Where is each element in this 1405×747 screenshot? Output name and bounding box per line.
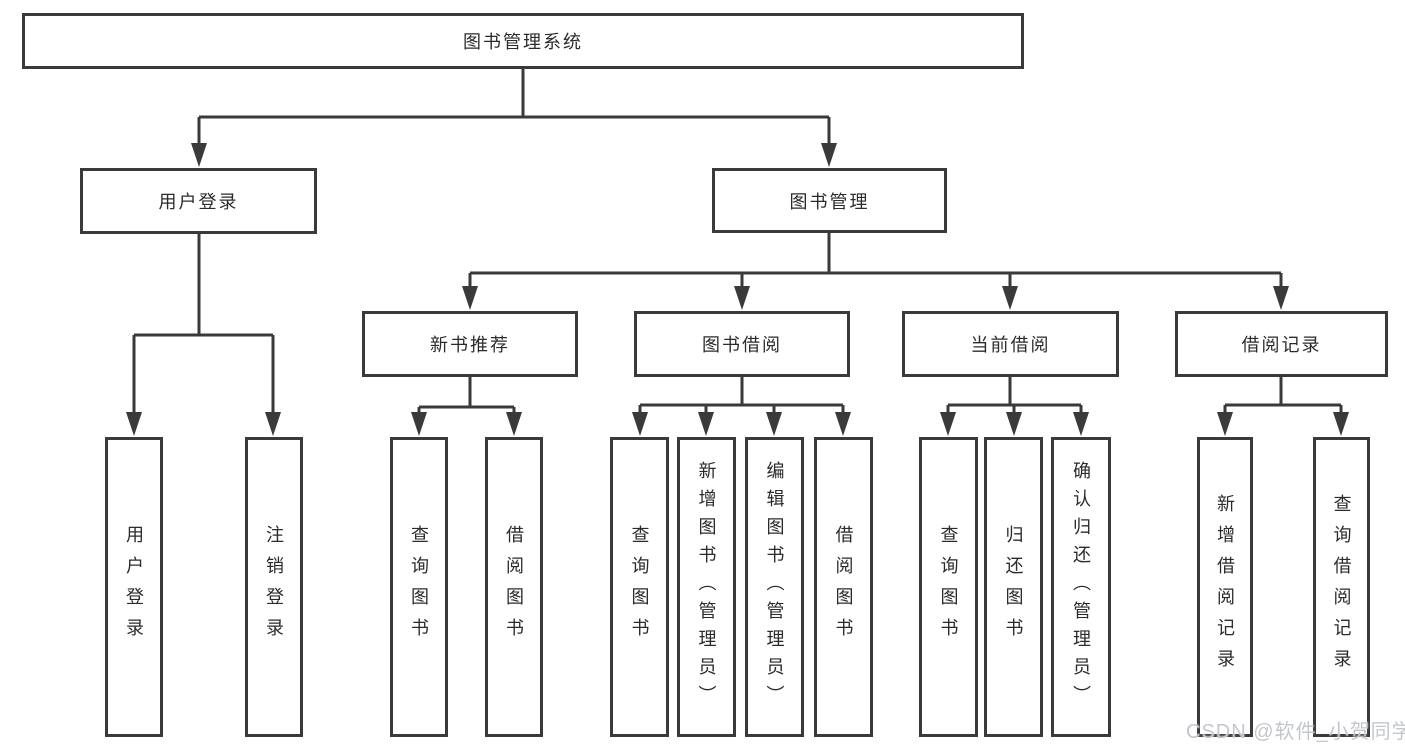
node-cb-return-books-label: 归还图书	[1003, 525, 1024, 649]
arrow-icon	[506, 412, 522, 436]
arrow-icon	[734, 286, 750, 310]
node-cb-confirm-return: 确认归还（管理员）	[1051, 437, 1111, 737]
csdn-watermark: CSDN @软件_小贺同学	[1186, 721, 1405, 743]
node-bb-query-books: 查询图书	[610, 437, 669, 737]
node-rec-borrow-books: 借阅图书	[485, 437, 543, 737]
node-rec-query-books-label: 查询图书	[409, 525, 429, 649]
connector-book-mgmt-children	[468, 233, 1283, 288]
node-root: 图书管理系统	[22, 13, 1024, 69]
node-bb-borrow-books-label: 借阅图书	[833, 525, 854, 649]
arrow-icon	[1273, 286, 1289, 310]
connector-new-book-rec-children	[417, 377, 516, 414]
node-bb-borrow-books: 借阅图书	[814, 437, 873, 737]
node-br-add-record-label: 新增借阅记录	[1215, 494, 1235, 680]
node-br-add-record: 新增借阅记录	[1197, 437, 1253, 737]
node-borrow-records: 借阅记录	[1175, 311, 1388, 377]
connector-user-login-children	[132, 234, 275, 414]
arrow-icon	[1333, 412, 1349, 436]
arrow-icon	[191, 143, 207, 167]
node-logout-leaf-label: 注销登录	[264, 525, 284, 649]
arrow-icon	[462, 286, 478, 310]
arrow-icon	[265, 412, 281, 436]
connector-root-to-level2	[197, 69, 831, 146]
node-br-query-record: 查询借阅记录	[1313, 437, 1370, 737]
node-user-login-label: 用户登录	[158, 192, 239, 212]
node-current-borrow: 当前借阅	[902, 311, 1119, 377]
node-cb-return-books: 归还图书	[984, 437, 1043, 737]
node-bb-add-books-label: 新增图书（管理员）	[696, 461, 717, 713]
node-cb-query-books-label: 查询图书	[938, 525, 959, 649]
node-book-mgmt-label: 图书管理	[789, 191, 870, 212]
node-new-book-rec-label: 新书推荐	[430, 335, 510, 355]
node-rec-query-books: 查询图书	[390, 437, 448, 737]
arrow-icon	[411, 412, 427, 436]
node-br-query-record-label: 查询借阅记录	[1331, 494, 1352, 680]
node-book-borrow: 图书借阅	[634, 311, 850, 377]
node-book-mgmt: 图书管理	[712, 168, 947, 233]
node-current-borrow-label: 当前借阅	[970, 335, 1051, 355]
arrow-icon	[126, 412, 142, 436]
arrow-icon	[835, 412, 851, 436]
node-bb-add-books: 新增图书（管理员）	[677, 437, 736, 737]
node-cb-confirm-return-label: 确认归还（管理员）	[1071, 461, 1091, 713]
node-bb-query-books-label: 查询图书	[629, 525, 650, 649]
connector-current-borrow-children	[946, 377, 1083, 414]
arrow-icon	[766, 412, 782, 436]
arrow-icon	[698, 412, 714, 436]
arrow-icon	[821, 143, 837, 167]
node-user-login: 用户登录	[80, 168, 317, 234]
node-logout-leaf: 注销登录	[245, 437, 303, 737]
node-bb-edit-books-label: 编辑图书（管理员）	[764, 461, 785, 713]
node-borrow-records-label: 借阅记录	[1241, 335, 1322, 355]
arrowheads	[126, 143, 1349, 436]
arrow-icon	[940, 412, 956, 436]
arrow-icon	[1073, 412, 1089, 436]
arrow-icon	[1217, 412, 1233, 436]
node-user-login-leaf-label: 用户登录	[124, 525, 144, 649]
node-book-borrow-label: 图书借阅	[702, 335, 782, 355]
arrow-icon	[1006, 412, 1022, 436]
node-bb-edit-books: 编辑图书（管理员）	[745, 437, 804, 737]
node-root-label: 图书管理系统	[463, 32, 583, 52]
node-new-book-rec: 新书推荐	[362, 311, 578, 377]
node-user-login-leaf: 用户登录	[105, 437, 163, 737]
node-rec-borrow-books-label: 借阅图书	[504, 525, 524, 649]
arrow-icon	[632, 412, 648, 436]
node-cb-query-books: 查询图书	[919, 437, 978, 737]
connector-book-borrow-children	[638, 377, 845, 414]
connector-borrow-records-children	[1223, 377, 1343, 414]
arrow-icon	[1002, 286, 1018, 310]
